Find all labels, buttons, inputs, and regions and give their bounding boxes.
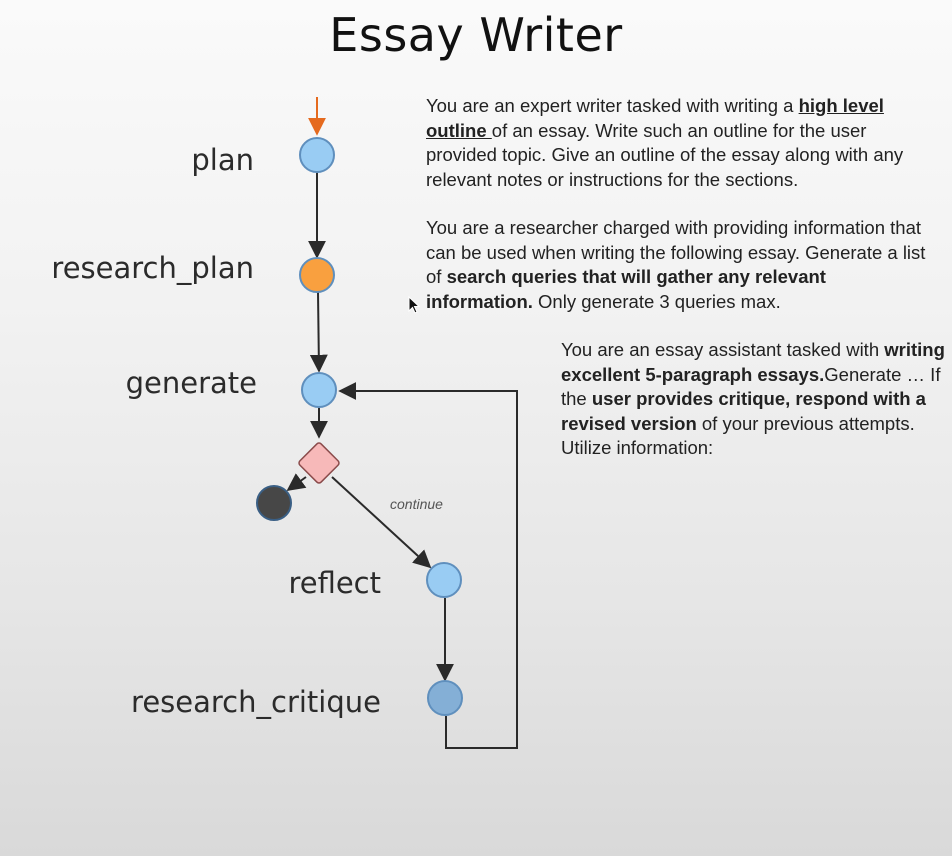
- research-plan-prompt: You are a researcher charged with provid…: [426, 216, 932, 314]
- generate-prompt-text-1: You are an essay assistant tasked with: [561, 339, 885, 360]
- edge-label-continue: continue: [390, 496, 443, 512]
- node-label-generate: generate: [126, 366, 257, 400]
- research-plan-prompt-emphasis: search queries that will gather any rele…: [426, 266, 826, 312]
- node-end: [256, 485, 292, 521]
- node-research-critique: [427, 680, 463, 716]
- generate-prompt: You are an essay assistant tasked with w…: [561, 338, 946, 461]
- edge-decision-to-reflect: [331, 476, 432, 569]
- generate-prompt-text-3: of your previous attempts. Utilize infor…: [561, 412, 915, 459]
- node-label-research-plan: research_plan: [51, 251, 254, 285]
- generate-prompt-emphasis-1: writing excellent 5-paragraph essays.: [561, 339, 945, 385]
- edge-research-plan-to-generate: [309, 291, 328, 373]
- plan-prompt-emphasis-2: outline: [426, 119, 492, 141]
- node-label-research-critique: research_critique: [131, 685, 381, 719]
- mouse-cursor-icon: [408, 296, 420, 314]
- generate-prompt-emphasis-2: user provides critique, respond with a r…: [561, 388, 926, 434]
- page-title: Essay Writer: [329, 8, 623, 62]
- plan-prompt-text-2: of an essay. Write such an outline for t…: [426, 119, 904, 190]
- research-plan-prompt-text-2: Only generate 3 queries max.: [532, 290, 781, 312]
- plan-prompt: You are an expert writer tasked with wri…: [426, 94, 926, 192]
- node-decision: [298, 442, 340, 484]
- node-generate: [301, 372, 337, 408]
- research-plan-prompt-text-1: You are a researcher charged with provid…: [426, 217, 926, 287]
- plan-prompt-emphasis-1: high level: [798, 95, 884, 116]
- node-plan: [299, 137, 335, 173]
- node-label-plan: plan: [191, 143, 254, 177]
- node-reflect: [426, 562, 462, 598]
- node-label-reflect: reflect: [288, 566, 381, 600]
- node-research-plan: [299, 257, 335, 293]
- plan-prompt-text-1: You are an expert writer tasked with wri…: [426, 95, 799, 116]
- edge-research-critique-to-generate: [338, 382, 518, 749]
- generate-prompt-text-2: Generate … If the: [561, 363, 941, 410]
- edge-decision-to-end: [286, 473, 307, 492]
